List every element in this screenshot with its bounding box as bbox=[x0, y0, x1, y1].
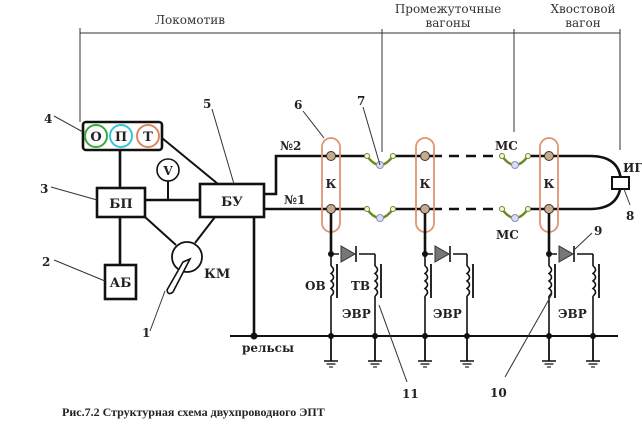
callout-5: 5 bbox=[203, 97, 211, 111]
battery-block bbox=[103, 263, 138, 301]
opt-p-label: П bbox=[115, 130, 127, 145]
sleeve-end-left bbox=[364, 153, 370, 159]
sleeve-end-left bbox=[364, 206, 370, 212]
coupler-contact-top bbox=[326, 151, 336, 161]
callout-4-leader bbox=[53, 115, 84, 133]
coupler-contact-top bbox=[420, 151, 430, 161]
sleeve-end-right bbox=[525, 206, 531, 212]
sleeve-end-right bbox=[390, 206, 396, 212]
release-coil-icon bbox=[329, 265, 335, 297]
power-supply-block bbox=[95, 186, 147, 219]
header-locomotive: Локомотив bbox=[155, 13, 225, 27]
figure-caption: Рис.7.2 Структурная схема двухпроводного… bbox=[62, 405, 325, 419]
sleeve-gap bbox=[366, 206, 394, 212]
callout-3: 3 bbox=[40, 182, 48, 196]
coupler-label: К bbox=[544, 177, 555, 191]
control-unit-block bbox=[198, 182, 266, 219]
callout-2-leader bbox=[53, 259, 106, 282]
valve-label-1: ЭВР bbox=[342, 307, 371, 321]
callout-6: 6 bbox=[294, 98, 302, 112]
sleeve-top-label: МС bbox=[495, 139, 518, 153]
coupler-label: К bbox=[420, 177, 431, 191]
header-intermediate-line1: Промежуточные bbox=[395, 2, 501, 16]
controller-label: КМ bbox=[204, 267, 230, 282]
diode-icon bbox=[340, 245, 357, 263]
sleeve-end-right bbox=[525, 153, 531, 159]
sleeve-gap bbox=[366, 153, 394, 159]
power-supply-label: БП bbox=[109, 197, 132, 212]
header-tail-line1: Хвостовой bbox=[550, 2, 615, 16]
coupler-contact-bottom bbox=[544, 204, 554, 214]
wire-opt-bu bbox=[161, 137, 219, 185]
sleeve-joint bbox=[511, 161, 519, 169]
coupler-contact-bottom bbox=[420, 204, 430, 214]
brake-coil-icon bbox=[591, 265, 597, 297]
voltmeter-label: V bbox=[162, 164, 173, 178]
rails-label: рельсы bbox=[242, 341, 294, 355]
callout-4: 4 bbox=[44, 112, 52, 126]
wire-no1-label: №1 bbox=[284, 193, 305, 207]
valve-label-3: ЭВР bbox=[558, 307, 587, 321]
release-coil-icon bbox=[547, 265, 553, 297]
callout-8: 8 bbox=[626, 209, 634, 223]
brake-coil-icon bbox=[465, 265, 471, 297]
callout-1-leader bbox=[149, 290, 166, 332]
rails-junction bbox=[250, 332, 258, 340]
wire-no2-label: №2 bbox=[280, 139, 301, 153]
sleeve-joint bbox=[376, 214, 384, 222]
release-coil-icon bbox=[423, 265, 429, 297]
sleeve-end-left bbox=[499, 153, 505, 159]
section-brackets bbox=[79, 28, 621, 152]
controller-handle-icon bbox=[166, 257, 192, 295]
sleeve-joint bbox=[511, 214, 519, 222]
valve-label-2: ЭВР bbox=[433, 307, 462, 321]
end-insulator-label: ИГ bbox=[623, 161, 642, 175]
battery-label: АБ bbox=[110, 276, 132, 291]
diode-icon bbox=[434, 245, 451, 263]
control-unit-label: БУ bbox=[221, 195, 243, 210]
callout-2: 2 bbox=[42, 255, 50, 269]
opt-o-indicator bbox=[84, 124, 108, 148]
callout-7-leader bbox=[362, 106, 381, 166]
coupler-contact-top bbox=[544, 151, 554, 161]
header-intermediate-line2: вагоны bbox=[426, 16, 471, 30]
callout-11-leader bbox=[378, 304, 408, 383]
electro-air-valves bbox=[324, 213, 600, 368]
coupler-label: К bbox=[326, 177, 337, 191]
controller-dial-icon bbox=[171, 241, 203, 273]
opt-t-label: Т bbox=[143, 130, 153, 145]
callout-5-leader bbox=[211, 108, 235, 185]
sleeve-bottom-label: МС bbox=[496, 228, 519, 242]
sleeve-end-left bbox=[499, 206, 505, 212]
connection-sleeves bbox=[364, 153, 531, 222]
callout-7: 7 bbox=[357, 94, 365, 108]
callouts: 1 2 3 4 5 6 7 8 9 10 11 bbox=[40, 94, 634, 401]
callout-6-leader bbox=[302, 110, 325, 139]
callout-3-leader bbox=[50, 186, 98, 201]
callout-10: 10 bbox=[490, 386, 507, 400]
diode-icon bbox=[558, 245, 575, 263]
sleeve-gap bbox=[501, 206, 529, 212]
opt-t-indicator bbox=[136, 124, 160, 148]
coupler-contact-bottom bbox=[326, 204, 336, 214]
wire-bu-km bbox=[194, 216, 216, 244]
opt-o-label: О bbox=[90, 130, 101, 145]
callout-10-leader bbox=[504, 293, 553, 378]
sleeve-end-right bbox=[390, 153, 396, 159]
release-coil-label: ОВ bbox=[305, 279, 326, 293]
callout-9: 9 bbox=[594, 224, 602, 238]
brake-coil-label: ТВ bbox=[351, 279, 370, 293]
wire-bp-km bbox=[144, 216, 177, 246]
end-insulator bbox=[611, 176, 630, 190]
voltmeter-icon bbox=[156, 158, 180, 182]
sleeve-gap bbox=[501, 153, 529, 159]
callout-9-leader bbox=[573, 232, 593, 251]
opt-p-indicator bbox=[109, 124, 133, 148]
callout-11: 11 bbox=[402, 387, 419, 401]
brake-coil-icon bbox=[373, 265, 379, 297]
callout-8-leader bbox=[623, 188, 631, 206]
callout-1: 1 bbox=[142, 326, 150, 340]
header-tail-line2: вагон bbox=[565, 16, 600, 30]
